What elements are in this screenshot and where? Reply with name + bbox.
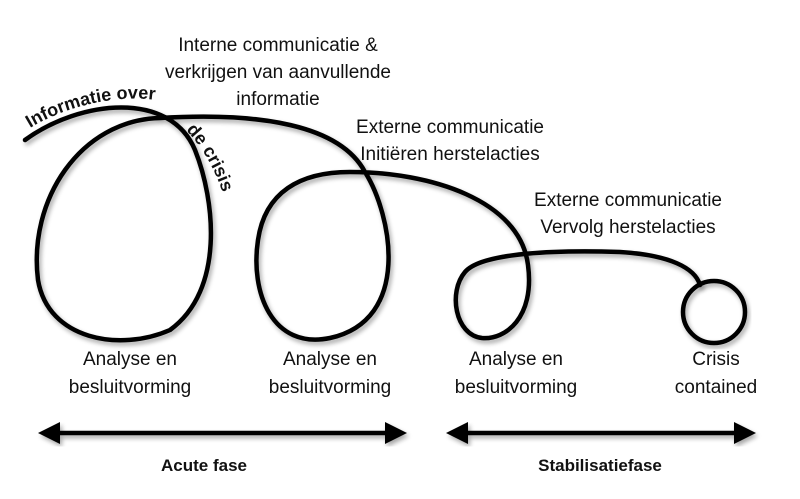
step-text: Externe communicatie <box>534 190 722 211</box>
acute-phase-arrow <box>38 422 407 444</box>
process-line <box>22 105 703 343</box>
step-2-label: Externe communicatie Initiëren herstelac… <box>356 117 544 165</box>
stabilisation-phase-arrow <box>446 422 756 444</box>
loop-text: besluitvorming <box>269 377 392 398</box>
loop-2-label: Analyse en besluitvorming <box>269 349 392 398</box>
loop-text: Analyse en <box>283 349 377 370</box>
acute-phase-label: Acute fase <box>161 456 247 475</box>
step-1-label: Interne communicatie & verkrijgen van aa… <box>165 35 391 110</box>
step-text: verkrijgen van aanvullende <box>165 62 391 83</box>
loop-text: besluitvorming <box>455 377 578 398</box>
step-text: Initiëren herstelacties <box>360 144 540 165</box>
loop-text: Crisis <box>692 349 740 370</box>
crisis-contained-circle <box>680 278 748 346</box>
step-text: Vervolg herstelacties <box>540 217 715 238</box>
loop-text: contained <box>675 377 757 398</box>
loop-text: Analyse en <box>469 349 563 370</box>
loop-1-label: Analyse en besluitvorming <box>69 349 192 398</box>
curved-label-part2: de crisis <box>183 119 238 194</box>
step-text: Externe communicatie <box>356 117 544 138</box>
step-3-label: Externe communicatie Vervolg herstelacti… <box>534 190 722 238</box>
loop-3-label: Analyse en besluitvorming <box>455 349 578 398</box>
step-text: informatie <box>236 89 319 110</box>
loop-4-label: Crisis contained <box>675 349 757 398</box>
loop-text: besluitvorming <box>69 377 192 398</box>
stabilisation-phase-label: Stabilisatiefase <box>538 456 662 475</box>
loop-text: Analyse en <box>83 349 177 370</box>
step-text: Interne communicatie & <box>178 35 378 56</box>
